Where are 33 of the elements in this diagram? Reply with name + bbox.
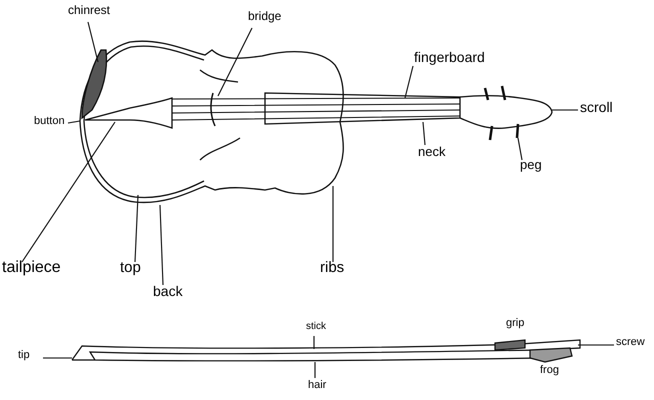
part-label: hair	[308, 380, 326, 391]
leader-line	[43, 357, 72, 359]
part-label: peg	[520, 158, 542, 171]
leader-line	[87, 22, 99, 62]
part-label: top	[120, 260, 141, 275]
part-label: ribs	[320, 260, 344, 275]
leader-line	[134, 194, 139, 262]
leader-line	[159, 204, 164, 286]
bow-drawing	[72, 339, 581, 363]
leader-line	[22, 122, 116, 262]
part-label: back	[153, 284, 183, 298]
part-label: neck	[418, 145, 446, 158]
part-label: scroll	[580, 100, 613, 114]
leader-line	[517, 138, 523, 160]
leader-line	[332, 186, 334, 262]
part-label: frog	[540, 365, 559, 376]
leader-line	[552, 109, 578, 111]
leader-line	[578, 344, 614, 346]
part-label: bridge	[248, 10, 282, 22]
part-label: chinrest	[68, 4, 110, 16]
leader-line	[404, 66, 414, 98]
part-label: grip	[506, 318, 524, 329]
part-label: tip	[18, 350, 30, 361]
part-label: stick	[306, 322, 326, 332]
part-label: fingerboard	[414, 50, 485, 64]
leader-line	[314, 362, 316, 378]
leader-line	[68, 120, 80, 124]
leader-line	[422, 122, 426, 146]
leader-line	[313, 336, 315, 349]
part-label: screw	[616, 337, 645, 348]
part-label: tailpiece	[2, 260, 61, 276]
leader-line	[218, 28, 252, 96]
part-label: button	[34, 116, 65, 127]
